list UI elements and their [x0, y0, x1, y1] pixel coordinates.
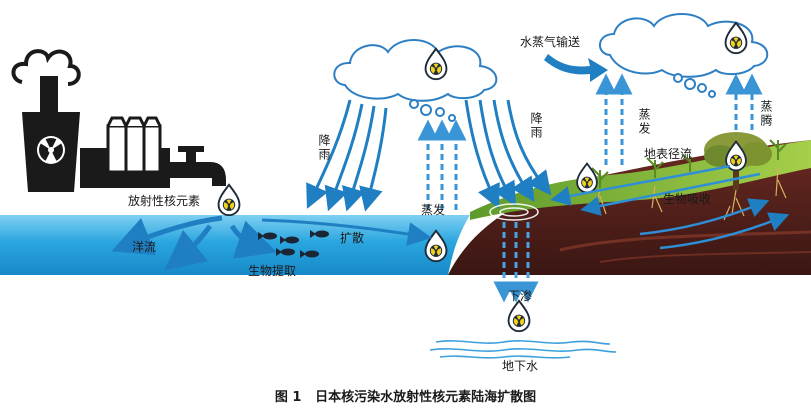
label-rain-right: 降雨: [529, 112, 543, 140]
ocean-current-arrow-2: [164, 224, 213, 271]
groundwater-waves: [429, 340, 617, 359]
label-infiltration: 下渗: [508, 289, 533, 303]
label-evaporation: 蒸发: [421, 203, 446, 217]
label-plant-absorption: 生物吸收: [663, 192, 712, 206]
evaporation-arrows-sea: [417, 119, 467, 210]
sea-body: [0, 215, 470, 275]
bio-uptake-arrow: [229, 220, 277, 259]
evaporation-arrows-land: [595, 73, 763, 165]
cloud-left: [333, 39, 498, 122]
diffusion-arrow: [261, 218, 432, 246]
fish-icons: [258, 230, 329, 258]
label-rain-left: 降雨: [317, 134, 331, 162]
label-surface-runoff: 地表径流: [644, 147, 693, 161]
nuclear-plant-icon: [11, 49, 226, 192]
surface-runoff-arrows: [550, 164, 761, 216]
figure-caption: 图 1 日本核污染水放射性核元素陆海扩散图: [0, 386, 811, 405]
caption-number: 图 1: [274, 390, 302, 405]
label-diffusion: 扩散: [340, 231, 365, 245]
caption-title: 日本核污染水放射性核元素陆海扩散图: [315, 390, 537, 405]
ripple-marks: [489, 203, 539, 221]
label-groundwater: 地下水: [502, 359, 539, 373]
plant-absorption-arrows: [639, 198, 790, 250]
cloud-right: [599, 13, 769, 98]
ocean-current-arrow: [111, 215, 223, 256]
label-vapor-transport: 水蒸气输送: [520, 35, 581, 49]
plant-icons: [591, 139, 787, 188]
label-transpiration: 蒸腾: [759, 100, 773, 128]
label-evaporation-land: 蒸发: [637, 108, 651, 136]
rain-arrows-left: [306, 99, 388, 212]
rain-arrows-right: [464, 99, 552, 209]
label-ocean-current: 洋流: [132, 240, 157, 254]
vapor-transport-arrow: [544, 54, 608, 82]
label-nuclide: 放射性核元素: [128, 194, 201, 208]
infiltration-arrows: [493, 222, 539, 303]
label-bio-uptake: 生物提取: [248, 264, 297, 278]
